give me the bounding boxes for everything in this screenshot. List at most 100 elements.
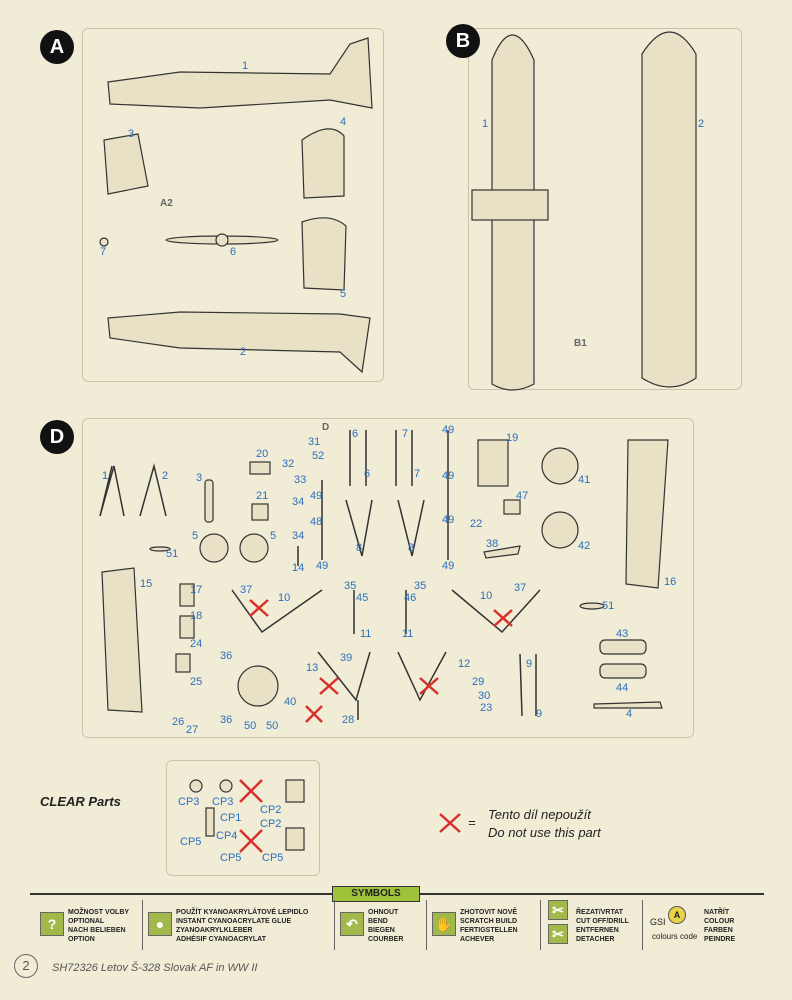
clear-part-label: CP2 — [260, 804, 282, 816]
note-czech: Tento díl nepoužít — [488, 807, 591, 822]
part-number: 9 — [526, 658, 533, 670]
symbol-gsi: GSI — [650, 917, 666, 927]
part-number: 35 — [414, 580, 427, 592]
glue-drop-icon: ● — [148, 912, 172, 936]
part-number: 23 — [480, 702, 493, 714]
part-number: 37 — [514, 582, 527, 594]
part-number: 18 — [190, 610, 203, 622]
section-a-badge: A — [40, 30, 74, 64]
clear-part-label: CP5 — [180, 836, 202, 848]
part-number: 41 — [578, 474, 591, 486]
part-number: 36 — [220, 714, 233, 726]
symbol-separator — [142, 900, 143, 950]
part-number: 22 — [470, 518, 483, 530]
part-number: 4 — [340, 116, 347, 128]
sprue-a-frame — [82, 28, 384, 382]
part-number: 42 — [578, 540, 591, 552]
part-number: 7 — [100, 246, 107, 258]
note-equals: = — [468, 815, 476, 830]
symbol-separator — [642, 900, 643, 950]
colour-code-icon: A — [668, 906, 686, 924]
part-number: 32 — [282, 458, 295, 470]
part-number: 24 — [190, 638, 203, 650]
part-number: 33 — [294, 474, 307, 486]
part-number: 16 — [664, 576, 677, 588]
clear-part-label: CP1 — [220, 812, 242, 824]
part-number: 31 — [308, 436, 321, 448]
sprue-d-frame — [82, 418, 694, 738]
part-number: 45 — [356, 592, 369, 604]
part-number: 49 — [442, 560, 455, 572]
sprue-a2-label: A2 — [160, 198, 173, 209]
clear-part-label: CP5 — [220, 852, 242, 864]
part-number: 11 — [360, 628, 372, 640]
part-number: 38 — [486, 538, 499, 550]
part-number: 3 — [196, 472, 203, 484]
part-number: 35 — [344, 580, 357, 592]
clear-part-label: CP4 — [216, 830, 238, 842]
part-number: 10 — [278, 592, 291, 604]
clear-part-label: CP3 — [212, 796, 234, 808]
part-number: 47 — [516, 490, 529, 502]
sprue-clear-frame — [166, 760, 320, 876]
sprue-b-frame — [468, 28, 742, 390]
part-number: 3 — [128, 128, 135, 140]
part-number: 48 — [310, 516, 323, 528]
part-number: 4 — [626, 708, 633, 720]
part-number: 14 — [292, 562, 305, 574]
part-number: 2 — [698, 118, 705, 130]
section-d-badge: D — [40, 420, 74, 454]
part-number: 10 — [480, 590, 493, 602]
part-number: 29 — [472, 676, 485, 688]
part-number: 15 — [140, 578, 153, 590]
part-number: 1 — [482, 118, 489, 130]
footer-title: SH72326 Letov Š-328 Slovak AF in WW II — [52, 962, 258, 974]
part-number: 2 — [162, 470, 169, 482]
part-number: 40 — [284, 696, 297, 708]
clear-parts-title: CLEAR Parts — [40, 794, 121, 809]
part-number: 49 — [442, 424, 455, 436]
part-number: 46 — [404, 592, 417, 604]
part-number: 37 — [240, 584, 253, 596]
part-number: 26 — [172, 716, 185, 728]
part-number: 13 — [306, 662, 319, 674]
clear-part-label: CP5 — [262, 852, 284, 864]
sprue-d-top-label: D — [322, 422, 330, 433]
part-number: 52 — [312, 450, 325, 462]
bend-icon: ↶ — [340, 912, 364, 936]
part-number: 30 — [478, 690, 491, 702]
part-number: 1 — [102, 470, 109, 482]
part-number: 49 — [442, 514, 455, 526]
clear-part-label: CP3 — [178, 796, 200, 808]
part-number: 28 — [342, 714, 355, 726]
part-number: 7 — [402, 428, 409, 440]
part-number: 9 — [536, 708, 543, 720]
part-number: 1 — [242, 60, 249, 72]
cut-drill-icon: ✂ — [548, 900, 568, 920]
part-number: 21 — [256, 490, 269, 502]
part-number: 51 — [166, 548, 179, 560]
part-number: 8 — [408, 542, 415, 554]
part-number: 49 — [316, 560, 329, 572]
part-number: 5 — [270, 530, 277, 542]
part-number: 6 — [230, 246, 237, 258]
part-number: 2 — [240, 346, 247, 358]
page-number: 2 — [14, 954, 38, 978]
part-number: 43 — [616, 628, 629, 640]
symbol-separator — [540, 900, 541, 950]
part-number: 5 — [192, 530, 199, 542]
clear-part-label: CP2 — [260, 818, 282, 830]
symbols-title: SYMBOLS — [332, 886, 420, 902]
part-number: 8 — [356, 542, 363, 554]
part-number: 50 — [244, 720, 257, 732]
symbol-separator — [426, 900, 427, 950]
part-number: 20 — [256, 448, 269, 460]
sprue-b1-label: B1 — [574, 338, 587, 349]
